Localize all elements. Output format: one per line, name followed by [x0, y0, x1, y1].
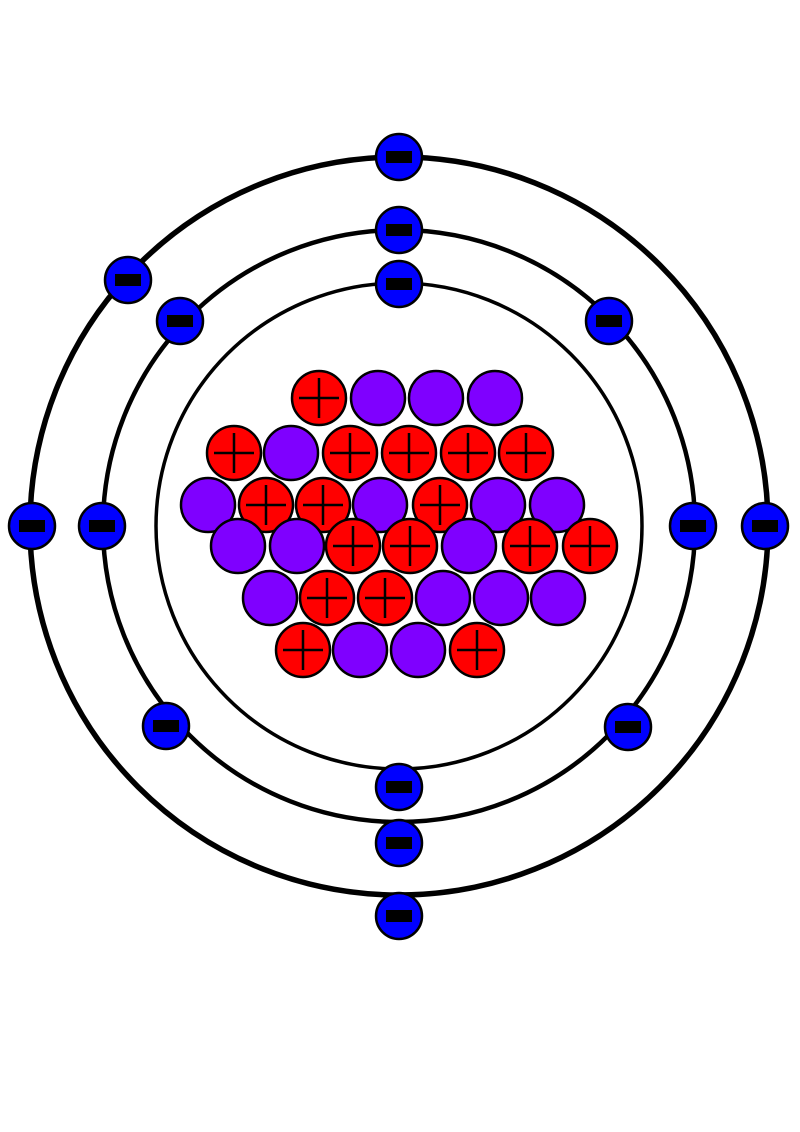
- minus-sign-icon: [386, 837, 412, 849]
- plus-sign-icon: [457, 630, 497, 670]
- electron: [668, 501, 718, 551]
- proton: [411, 476, 469, 534]
- minus-sign-icon: [115, 274, 141, 286]
- plus-sign-icon: [365, 578, 405, 618]
- proton: [324, 517, 382, 575]
- neutron: [529, 569, 587, 627]
- plus-sign-icon: [283, 630, 323, 670]
- neutron: [262, 424, 320, 482]
- proton: [356, 569, 414, 627]
- minus-sign-icon: [680, 520, 706, 532]
- minus-sign-icon: [153, 720, 179, 732]
- minus-sign-icon: [386, 910, 412, 922]
- neutron: [472, 569, 530, 627]
- proton: [205, 424, 263, 482]
- minus-sign-icon: [615, 721, 641, 733]
- plus-sign-icon: [330, 433, 370, 473]
- electron: [603, 702, 653, 752]
- plus-sign-icon: [299, 378, 339, 418]
- electron: [155, 296, 205, 346]
- proton: [380, 424, 438, 482]
- electron: [374, 205, 424, 255]
- plus-sign-icon: [246, 485, 286, 525]
- neutron: [179, 476, 237, 534]
- minus-sign-icon: [596, 315, 622, 327]
- minus-sign-icon: [167, 315, 193, 327]
- neutron: [440, 517, 498, 575]
- neutron: [528, 476, 586, 534]
- neutron: [407, 369, 465, 427]
- neutron: [268, 517, 326, 575]
- electron: [7, 501, 57, 551]
- plus-sign-icon: [307, 578, 347, 618]
- plus-sign-icon: [420, 485, 460, 525]
- plus-sign-icon: [390, 526, 430, 566]
- nucleus: [179, 369, 619, 679]
- electron: [77, 501, 127, 551]
- electron: [374, 891, 424, 941]
- plus-sign-icon: [506, 433, 546, 473]
- minus-sign-icon: [386, 151, 412, 163]
- electron: [103, 255, 153, 305]
- plus-sign-icon: [389, 433, 429, 473]
- neutron: [349, 369, 407, 427]
- proton: [237, 476, 295, 534]
- plus-sign-icon: [448, 433, 488, 473]
- plus-sign-icon: [333, 526, 373, 566]
- neutron: [241, 569, 299, 627]
- electron: [374, 762, 424, 812]
- electron: [374, 818, 424, 868]
- proton: [381, 517, 439, 575]
- proton: [321, 424, 379, 482]
- proton: [501, 517, 559, 575]
- minus-sign-icon: [386, 781, 412, 793]
- minus-sign-icon: [386, 278, 412, 290]
- proton: [448, 621, 506, 679]
- proton: [561, 517, 619, 575]
- minus-sign-icon: [19, 520, 45, 532]
- neutron: [469, 476, 527, 534]
- proton: [290, 369, 348, 427]
- plus-sign-icon: [303, 485, 343, 525]
- electrons: [7, 132, 790, 941]
- neutron: [209, 517, 267, 575]
- electron: [374, 132, 424, 182]
- electron: [374, 259, 424, 309]
- neutron: [351, 476, 409, 534]
- proton: [298, 569, 356, 627]
- electron: [141, 701, 191, 751]
- proton: [274, 621, 332, 679]
- plus-sign-icon: [510, 526, 550, 566]
- neutron: [331, 621, 389, 679]
- minus-sign-icon: [752, 520, 778, 532]
- plus-sign-icon: [570, 526, 610, 566]
- neutron: [466, 369, 524, 427]
- electron: [740, 501, 790, 551]
- proton: [497, 424, 555, 482]
- plus-sign-icon: [214, 433, 254, 473]
- proton: [294, 476, 352, 534]
- minus-sign-icon: [386, 224, 412, 236]
- minus-sign-icon: [89, 520, 115, 532]
- neutron: [389, 621, 447, 679]
- neutron: [414, 569, 472, 627]
- electron: [584, 296, 634, 346]
- proton: [439, 424, 497, 482]
